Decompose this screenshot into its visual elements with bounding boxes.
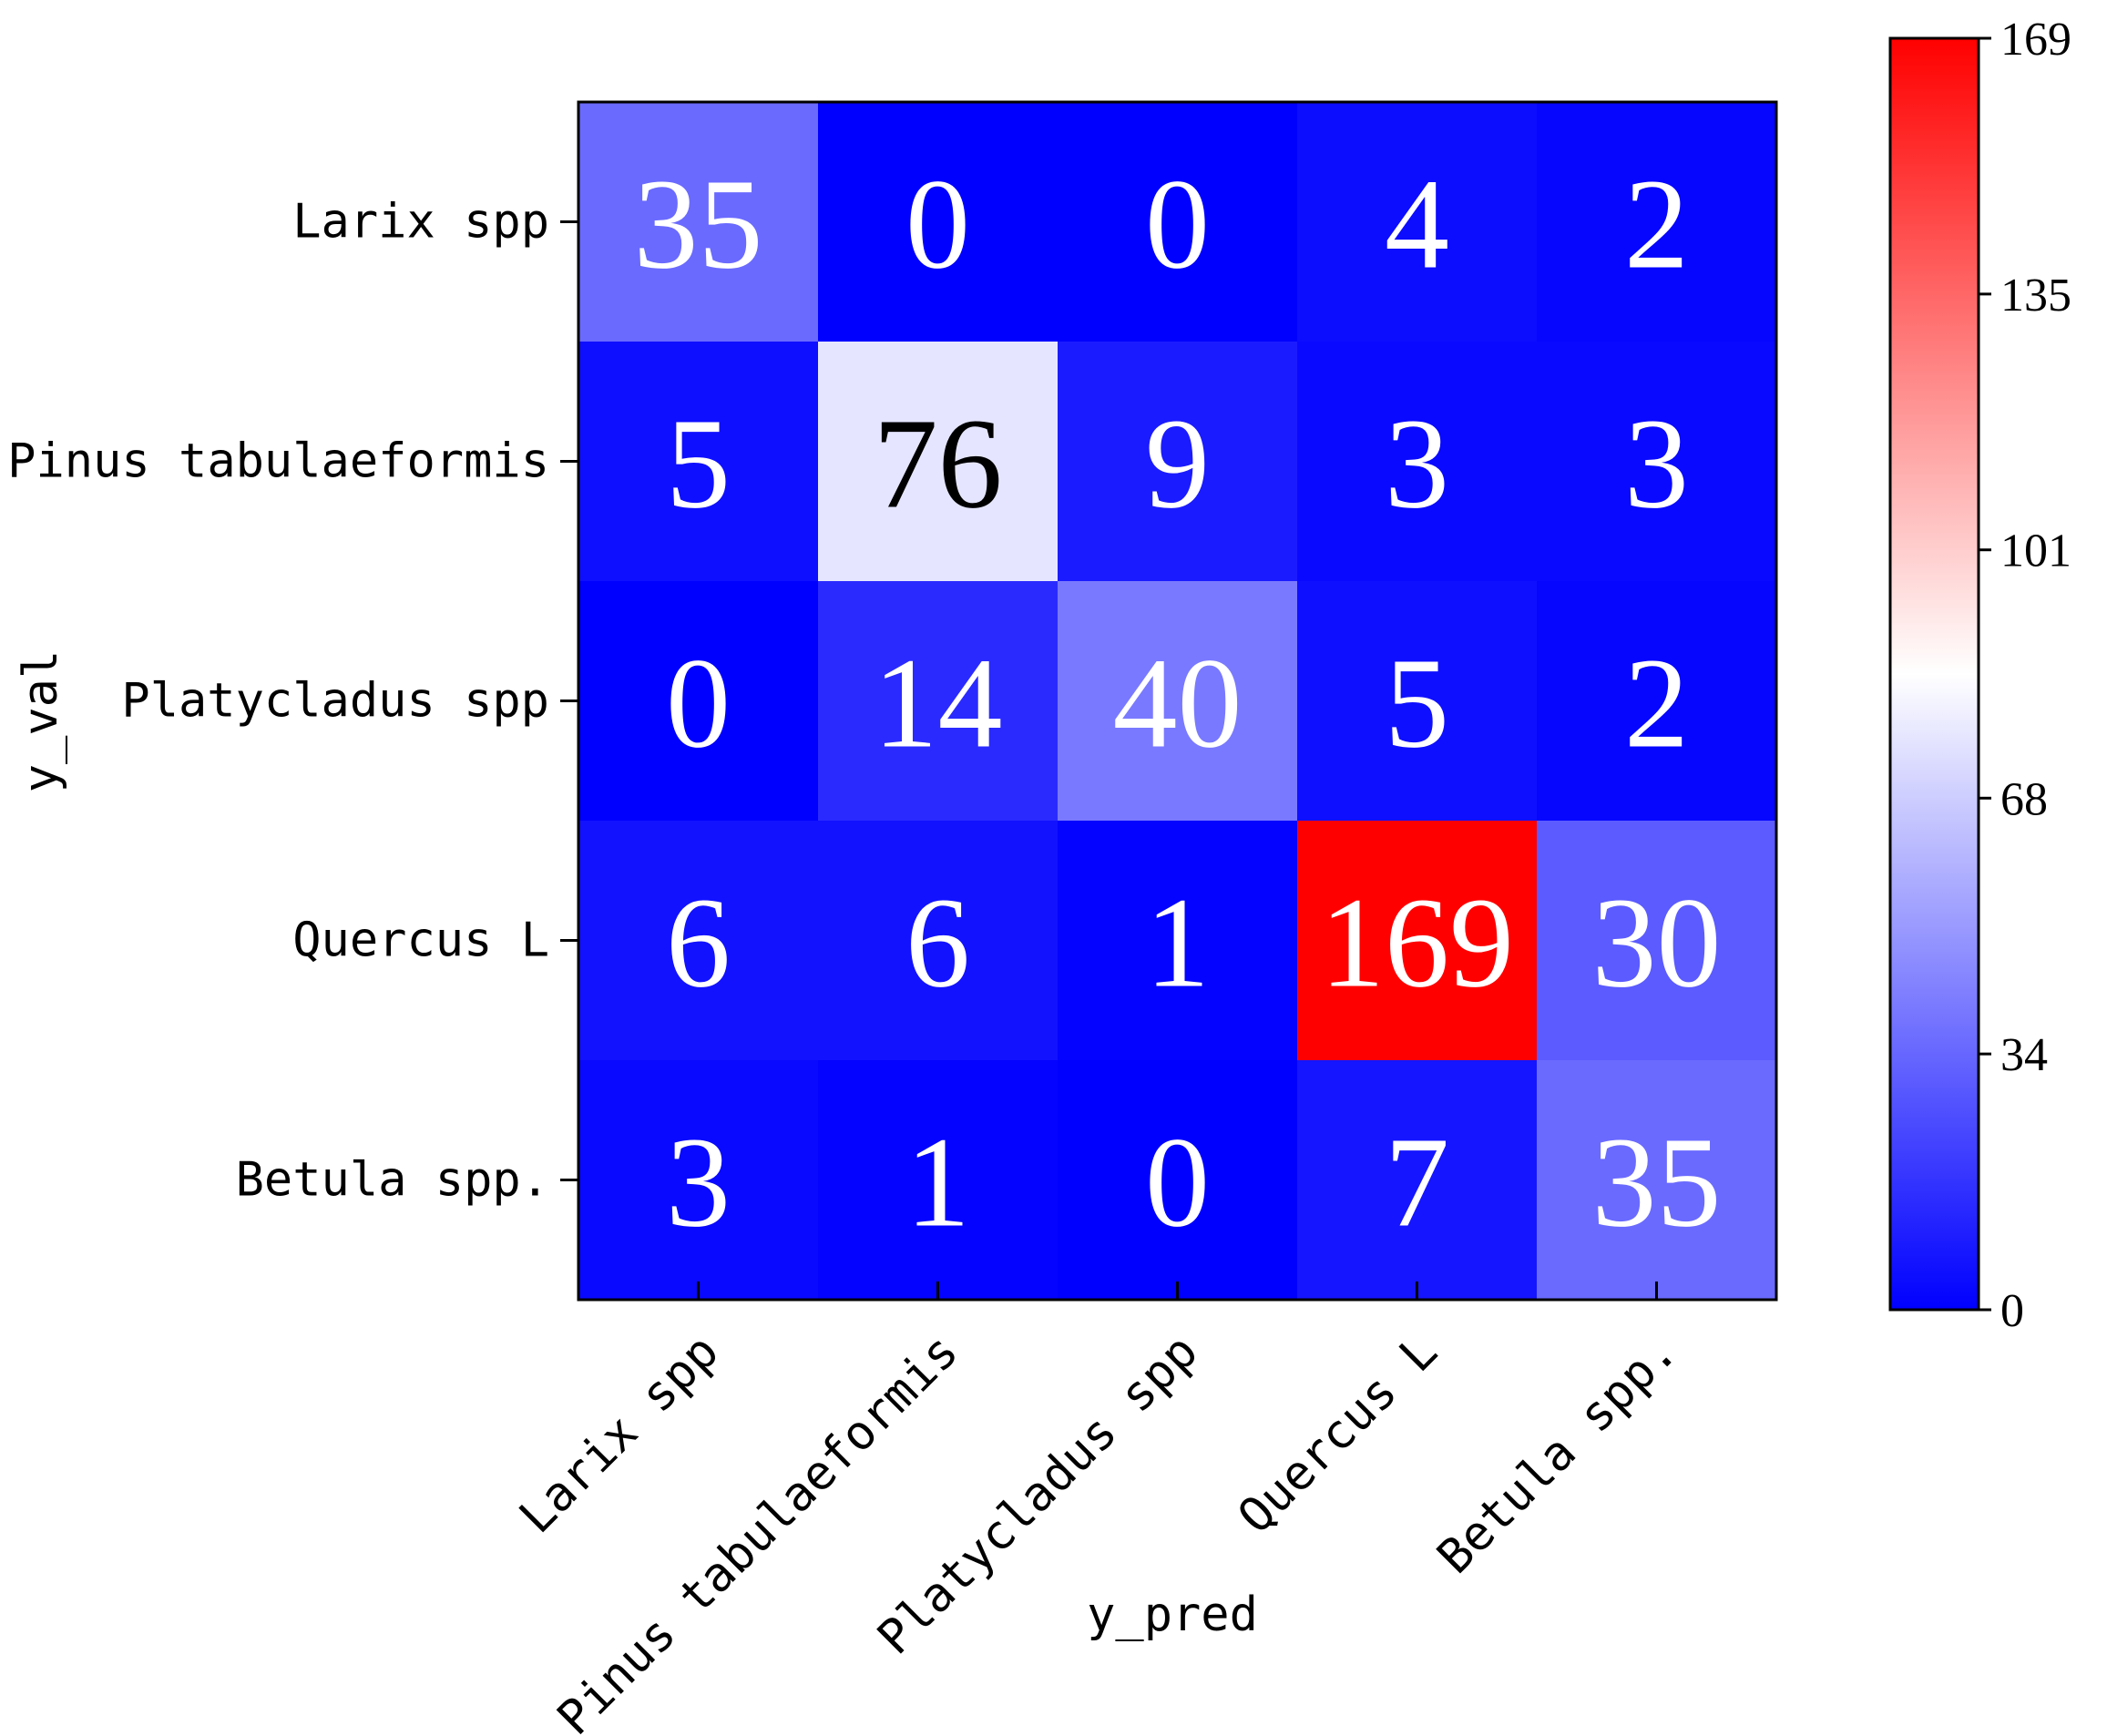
cell-value-label: 3 <box>1624 392 1689 536</box>
x-tick-label: Quercus L <box>1228 1324 1448 1545</box>
cell-value-label: 35 <box>1592 1110 1722 1254</box>
cell-value-label: 40 <box>1113 631 1243 775</box>
cell-value-label: 3 <box>1385 392 1449 536</box>
x-tick-label: Betula spp. <box>1427 1324 1688 1585</box>
x-axis-title: y_pred <box>1087 1588 1258 1642</box>
colorbar-tick-label: 34 <box>2000 1029 2048 1081</box>
heatmap-cell <box>1058 581 1298 822</box>
heatmap-cell <box>818 102 1059 342</box>
x-tick-label: Larix spp <box>509 1324 730 1545</box>
cell-value-label: 169 <box>1320 871 1514 1015</box>
cell-value-label: 1 <box>905 1110 970 1254</box>
colorbar-tick-label: 169 <box>2000 14 2071 66</box>
heatmap-cell <box>578 342 819 582</box>
colorbar-tick-label: 68 <box>2000 773 2048 825</box>
heatmap-cell <box>818 821 1059 1061</box>
colorbar-tick-label: 135 <box>2000 270 2071 322</box>
heatmap-cell <box>578 1060 819 1301</box>
cell-value-label: 76 <box>874 392 1003 536</box>
x-tick-label: Pinus tabulaeformis <box>547 1324 969 1736</box>
y-tick-label: Betula spp. <box>236 1153 549 1208</box>
heatmap-cell <box>1297 581 1538 822</box>
y-tick-label: Quercus L <box>292 914 549 968</box>
heatmap-cells <box>578 102 1777 1301</box>
cell-value-label: 5 <box>666 392 731 536</box>
cell-value-label: 6 <box>905 871 970 1015</box>
cell-value-label: 30 <box>1592 871 1722 1015</box>
y-axis-title: y_val <box>14 650 68 793</box>
cell-value-label: 9 <box>1145 392 1210 536</box>
heatmap-cell <box>1537 1060 1777 1301</box>
heatmap-cell <box>1297 102 1538 342</box>
heatmap-cell <box>578 102 819 342</box>
colorbar-tick-label: 101 <box>2000 526 2071 577</box>
heatmap-cell <box>1537 821 1777 1061</box>
cell-value-label: 0 <box>1145 1110 1210 1254</box>
cell-value-label: 4 <box>1385 152 1449 296</box>
y-tick-label: Platycladus spp <box>121 674 549 729</box>
heatmap-cell <box>1058 102 1298 342</box>
heatmap-cell <box>1537 581 1777 822</box>
heatmap-cell <box>578 821 819 1061</box>
cell-value-label: 2 <box>1624 631 1689 775</box>
cell-value-label: 2 <box>1624 152 1689 296</box>
cell-value-label: 0 <box>666 631 731 775</box>
heatmap-cell <box>818 342 1059 582</box>
colorbar-tick-label: 0 <box>2000 1285 2024 1337</box>
heatmap-cell <box>818 1060 1059 1301</box>
cell-value-label: 0 <box>905 152 970 296</box>
cell-value-label: 6 <box>666 871 731 1015</box>
heatmap-cell <box>1058 821 1298 1061</box>
y-tick-label: Pinus tabulaeformis <box>7 434 549 489</box>
heatmap-cell <box>1537 102 1777 342</box>
heatmap-cell <box>1537 342 1777 582</box>
heatmap-cell <box>1297 342 1538 582</box>
cell-value-label: 7 <box>1385 1110 1449 1254</box>
heatmap-cell <box>1297 821 1538 1061</box>
cell-value-label: 3 <box>666 1110 731 1254</box>
cell-value-label: 14 <box>874 631 1003 775</box>
heatmap-cell <box>818 581 1059 822</box>
cell-value-label: 0 <box>1145 152 1210 296</box>
heatmap-cell <box>1297 1060 1538 1301</box>
y-tick-label: Larix spp <box>292 195 549 250</box>
cell-value-label: 35 <box>634 152 763 296</box>
cell-value-label: 1 <box>1145 871 1210 1015</box>
cell-value-label: 5 <box>1385 631 1449 775</box>
heatmap-cell <box>1058 342 1298 582</box>
colorbar-gradient <box>1888 36 1980 1312</box>
heatmap-cell <box>578 581 819 822</box>
heatmap-cell <box>1058 1060 1298 1301</box>
colorbar-ticks: 0 34 68 101 135 169 <box>1979 14 2071 1337</box>
colorbar: 0 34 68 101 135 169 <box>1888 14 2071 1337</box>
